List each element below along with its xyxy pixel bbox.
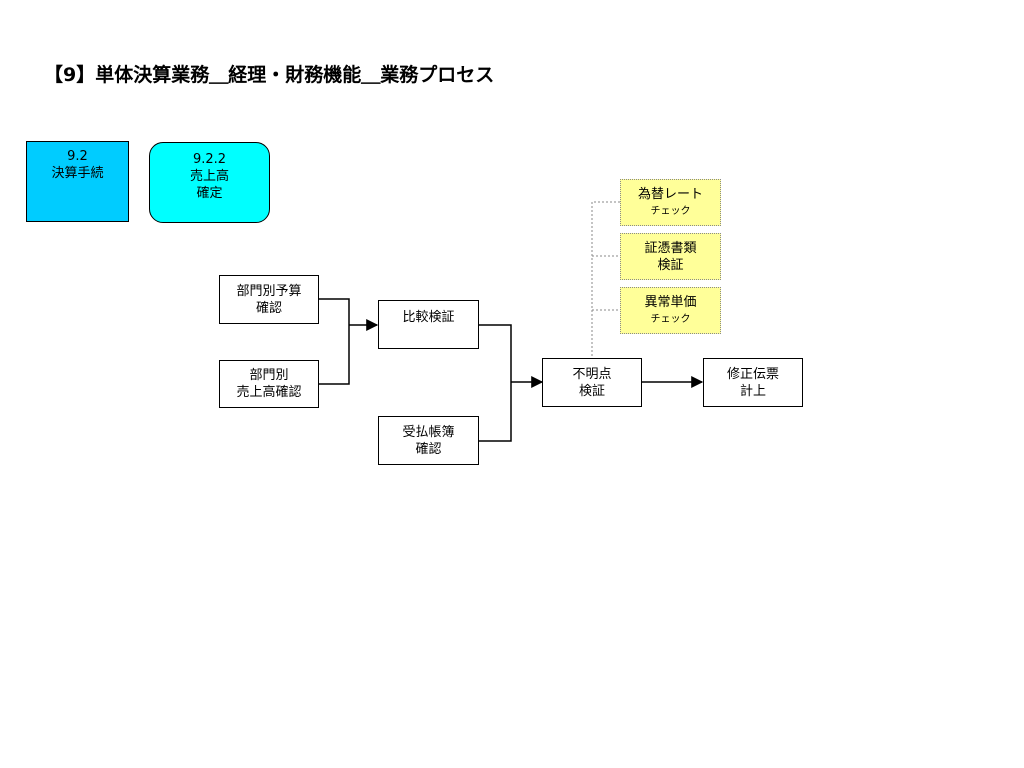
subsection-box-9-2-2: 9.2.2 売上高 確定 (149, 142, 270, 223)
section-number: 9.2 (67, 149, 88, 164)
connector-budget-sales (319, 298, 350, 385)
connector-compare-ledger (479, 324, 512, 442)
process-label: 確認 (415, 441, 442, 457)
process-sales-check: 部門別 売上高確認 (219, 360, 319, 408)
process-budget-check: 部門別予算 確認 (219, 275, 319, 324)
check-label: 証憑書類 (644, 240, 697, 256)
process-correction-voucher: 修正伝票 計上 (703, 358, 803, 407)
process-comparison: 比較検証 (378, 300, 479, 349)
check-label: 異常単価 (644, 294, 697, 310)
process-label: 受払帳簿 (402, 424, 455, 440)
process-label: 検証 (578, 383, 605, 399)
check-label: チェック (650, 205, 691, 217)
process-label: 売上高確認 (236, 385, 302, 400)
check-label: 検証 (657, 257, 684, 273)
process-label: 修正伝票 (726, 366, 779, 382)
check-documents: 証憑書類 検証 (620, 233, 721, 280)
subsection-label-2: 確定 (196, 186, 223, 201)
process-label: 不明点 (572, 366, 612, 382)
process-label: 計上 (739, 383, 766, 399)
process-label: 比較検証 (402, 310, 455, 325)
dotted-connector-checks (591, 201, 620, 358)
check-label: 為替レート (637, 186, 703, 202)
process-ledger-check: 受払帳簿 確認 (378, 416, 479, 465)
process-label: 確認 (255, 300, 282, 316)
process-label: 部門別予算 (236, 283, 302, 299)
process-label: 部門別 (249, 368, 289, 383)
check-unit-price: 異常単価 チェック (620, 287, 721, 334)
check-label: チェック (650, 313, 691, 325)
subsection-label-1: 売上高 (189, 169, 229, 184)
page-title: 【9】単体決算業務＿経理・財務機能＿業務プロセス (44, 64, 495, 86)
process-unknown-verification: 不明点 検証 (542, 358, 642, 407)
section-label: 決算手続 (51, 166, 104, 181)
check-exchange-rate: 為替レート チェック (620, 179, 721, 226)
section-box-9-2: 9.2 決算手続 (26, 141, 129, 222)
subsection-number: 9.2.2 (192, 152, 227, 167)
